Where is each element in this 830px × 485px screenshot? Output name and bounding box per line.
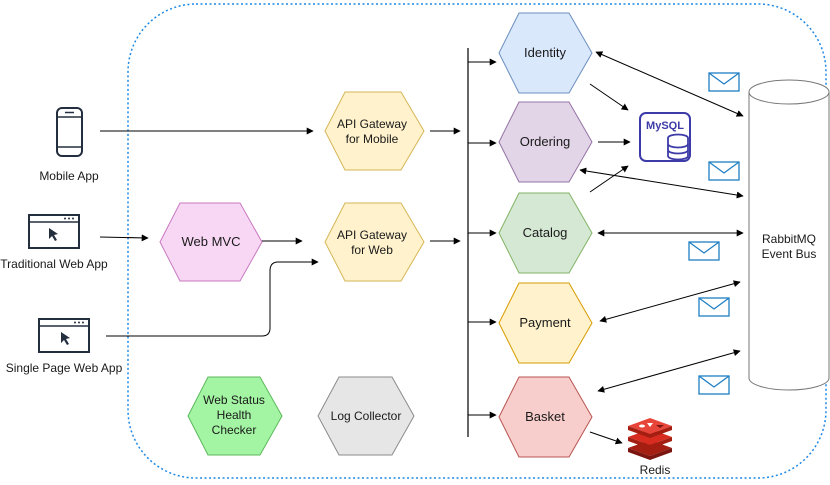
basket-label: Basket — [525, 409, 565, 424]
arrow-payment-bus — [599, 280, 741, 323]
mobile-app: Mobile App — [39, 107, 99, 183]
mobile-phone-icon — [56, 107, 83, 157]
event-bus-line2: Event Bus — [762, 247, 817, 261]
basket-service: Basket — [498, 376, 593, 458]
arrow-identity-bus — [595, 51, 744, 117]
catalog-label: Catalog — [523, 225, 568, 240]
gateway-web-line1: API Gateway — [337, 228, 407, 242]
redis-icon — [628, 418, 672, 460]
mysql-database-icon: MySQL — [639, 112, 691, 162]
identity-service: Identity — [498, 12, 593, 94]
gateway-mobile-node: API Gateway for Mobile — [324, 91, 425, 171]
traditional-web-app-label: Traditional Web App — [0, 257, 108, 271]
gateway-mobile-line2: for Mobile — [346, 132, 399, 146]
redis-label: Redis — [640, 463, 671, 477]
identity-label: Identity — [524, 45, 566, 60]
arrow-basket-to-redis — [589, 431, 623, 445]
status-line1: Web Status — [203, 393, 265, 407]
envelope-icon — [698, 375, 730, 395]
event-bus-line1: RabbitMQ — [762, 232, 816, 246]
browser-window-icon — [38, 318, 90, 353]
mobile-app-label: Mobile App — [39, 169, 99, 183]
single-page-web-app-label: Single Page Web App — [6, 361, 123, 375]
payment-label: Payment — [519, 315, 571, 330]
catalog-service: Catalog — [498, 192, 593, 274]
web-mvc-node: Web MVC — [159, 202, 263, 282]
ordering-service: Ordering — [498, 101, 593, 183]
traditional-web-app: Traditional Web App — [0, 214, 108, 271]
envelope-icon — [708, 72, 740, 92]
mysql-label: MySQL — [646, 120, 684, 132]
status-line2: Health — [217, 408, 252, 422]
arrow-ordering-bus — [579, 167, 744, 199]
event-bus-node: RabbitMQ Event Bus — [748, 79, 830, 391]
payment-service: Payment — [498, 282, 593, 364]
arrow-basket-bus — [597, 349, 741, 393]
ordering-label: Ordering — [520, 134, 571, 149]
envelope-icon — [708, 161, 740, 181]
log-collector-label: Log Collector — [331, 409, 402, 423]
single-page-web-app: Single Page Web App — [6, 318, 123, 375]
envelope-icon — [698, 297, 730, 317]
web-status-checker-node: Web Status Health Checker — [187, 376, 283, 456]
gateway-web-node: API Gateway for Web — [324, 202, 425, 282]
envelope-icon — [688, 241, 720, 261]
browser-window-icon — [28, 214, 80, 249]
arrow-identity-to-mysql — [589, 83, 629, 111]
log-collector-node: Log Collector — [317, 376, 415, 456]
status-line3: Checker — [212, 423, 257, 437]
arrow-catalog-to-mysql — [589, 165, 629, 193]
web-mvc-label: Web MVC — [182, 234, 241, 249]
arrow-spa-to-gateway — [106, 258, 319, 337]
arrow-traditional-to-mvc — [99, 234, 149, 242]
gateway-web-line2: for Web — [351, 243, 393, 257]
gateway-mobile-line1: API Gateway — [337, 117, 407, 131]
